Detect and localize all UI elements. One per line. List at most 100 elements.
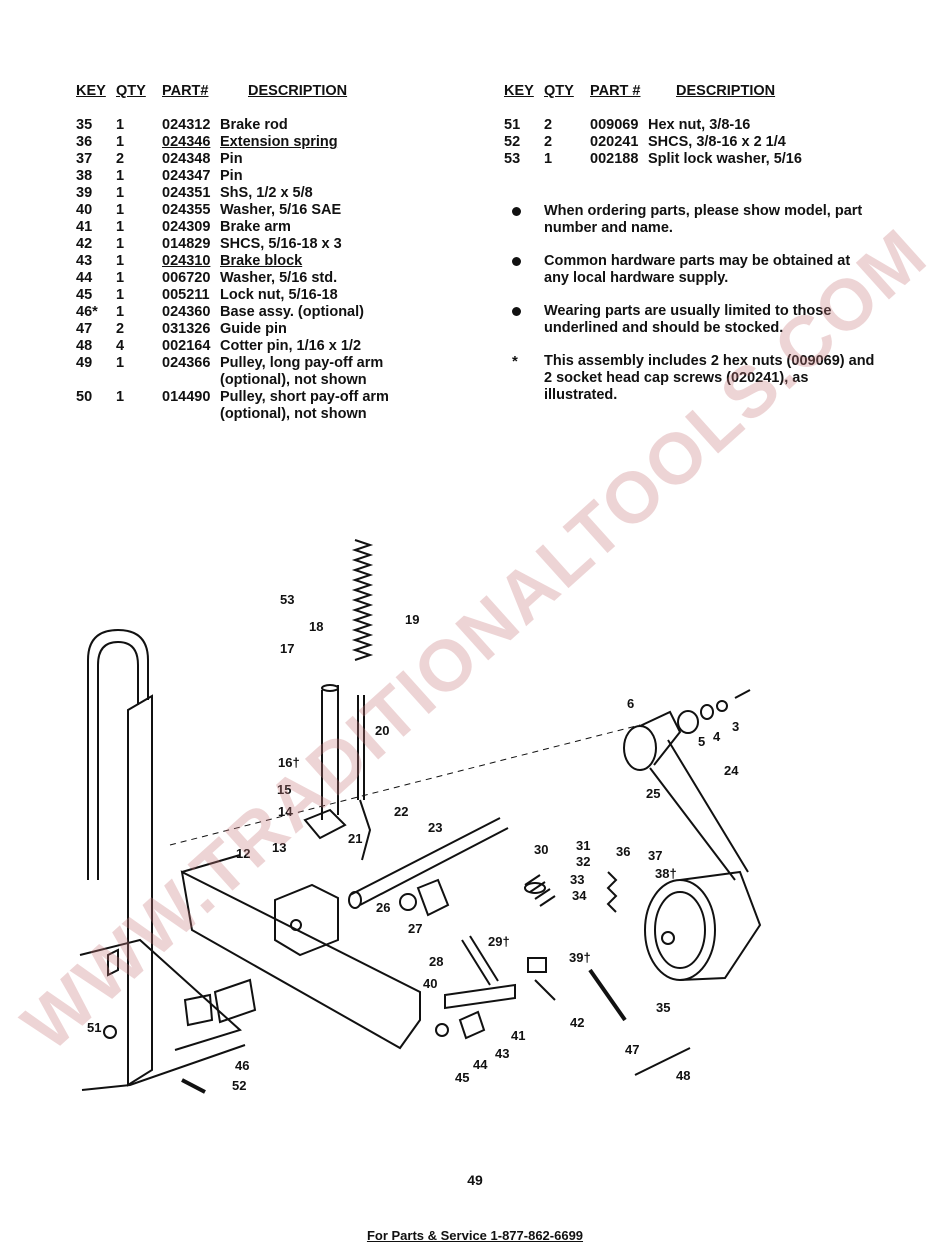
row-part-number: 002188 (590, 151, 639, 167)
row-key: 45 (76, 287, 93, 303)
row-description: Hex nut, 3/8-16 (648, 117, 751, 133)
ordering-notes: When ordering parts, please show model, … (508, 203, 888, 420)
row-description: Pulley, long pay-off arm (220, 355, 384, 371)
callout-label: 21 (348, 831, 362, 846)
upright-post (127, 694, 153, 1087)
row-part-number: 005211 (162, 287, 210, 303)
row-description: SHCS, 5/16-18 x 3 (220, 236, 342, 252)
bullet-icon (508, 203, 544, 237)
callout-label: 22 (394, 804, 408, 819)
callout-label: 40 (423, 976, 437, 991)
row-part-number: 024366 (162, 355, 211, 371)
row-description: Pin (220, 168, 243, 184)
row-description: Extension spring (220, 134, 338, 150)
row-qty: 1 (116, 202, 125, 218)
callout-label: 34 (572, 888, 587, 903)
row-qty: 1 (116, 304, 125, 320)
callout-label: 13 (272, 840, 286, 855)
row-description: SHCS, 3/8-16 x 2 1/4 (648, 134, 786, 150)
row-part-number: 024355 (162, 202, 211, 218)
table-header: KEY QTY PART # DESCRIPTION (504, 83, 866, 99)
callout-label: 52 (232, 1078, 246, 1093)
callout-label: 24 (724, 763, 739, 778)
bolt-39 (527, 957, 547, 973)
note-line: any local hardware supply. (544, 270, 729, 286)
callout-label: 25 (646, 786, 660, 801)
frame-loop (87, 628, 149, 880)
note-line: Common hardware parts may be obtained at (544, 253, 851, 269)
header-qty: QTY (544, 83, 574, 99)
base-plate (79, 938, 242, 1051)
callout-label: 43 (495, 1046, 509, 1061)
note-item: Common hardware parts may be obtained at… (508, 253, 888, 287)
row-key: 46* (76, 304, 98, 320)
row-description: Brake rod (220, 117, 288, 133)
callout-label: 19 (405, 612, 419, 627)
drum-inner (654, 891, 706, 969)
row-part-number: 024310 (162, 253, 211, 269)
rod-35 (588, 968, 627, 1022)
header-part: PART# (162, 83, 209, 99)
post-top (321, 684, 339, 692)
note-line: underlined and should be stocked. (544, 320, 784, 336)
callout-label: 29† (488, 934, 510, 949)
callout-label: 36 (616, 844, 630, 859)
row-key: 42 (76, 236, 93, 252)
row-key: 40 (76, 202, 93, 218)
small-spring (606, 871, 618, 913)
row-description: ShS, 1/2 x 5/8 (220, 185, 313, 201)
table-row-continuation: (optional), not shown (76, 372, 438, 389)
row-key: 53 (504, 151, 521, 167)
pulley-rim (639, 710, 682, 766)
row-part-number: 024346 (162, 134, 211, 150)
row-key: 41 (76, 219, 93, 235)
callout-label: 26 (376, 900, 390, 915)
callout-label: 31 (576, 838, 590, 853)
note-line: illustrated. (544, 387, 618, 403)
washer-small (716, 700, 728, 712)
row-description: Brake block (220, 253, 303, 269)
row-part-number: 006720 (162, 270, 211, 286)
note-line: 2 socket head cap screws (020241), as (544, 370, 809, 386)
table-header: KEY QTY PART# DESCRIPTION (76, 83, 438, 99)
callout-label: 46 (235, 1058, 249, 1073)
row-part-number: 024312 (162, 117, 211, 133)
footer-contact: For Parts & Service 1-877-862-6699 (366, 1228, 584, 1243)
callout-label: 53 (280, 592, 294, 607)
row-qty: 1 (116, 253, 125, 269)
callout-label: 45 (455, 1070, 469, 1085)
row-description: Split lock washer, 5/16 (648, 151, 802, 167)
belt (649, 739, 749, 881)
shaft (349, 817, 509, 906)
row-qty: 1 (116, 134, 125, 150)
row-qty: 1 (116, 389, 125, 405)
nut-51 (103, 1025, 117, 1039)
header-key: KEY (504, 83, 534, 99)
note-line: Wearing parts are usually limited to tho… (544, 303, 832, 319)
bolt (734, 689, 751, 699)
row-part-number: 024309 (162, 219, 211, 235)
callout-label: 17 (280, 641, 294, 656)
hub (677, 710, 699, 734)
row-part-number: 024347 (162, 168, 211, 184)
callout-label: 35 (656, 1000, 670, 1015)
row-description: Pin (220, 151, 243, 167)
row-qty: 1 (116, 236, 125, 252)
note-text: Common hardware parts may be obtained at… (544, 253, 850, 287)
base-block (183, 993, 214, 1027)
callout-label: 33 (570, 872, 584, 887)
main-bar (180, 870, 421, 1050)
callout-label: 18 (309, 619, 323, 634)
note-text: When ordering parts, please show model, … (544, 203, 862, 237)
